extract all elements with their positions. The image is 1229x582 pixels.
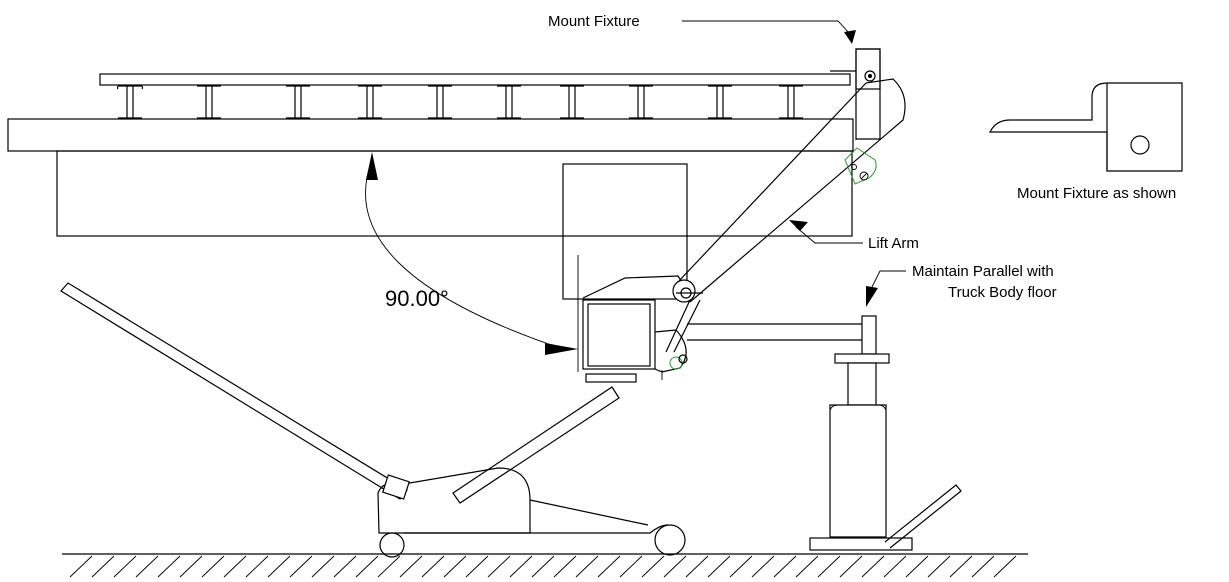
i-beam	[629, 85, 653, 119]
lift-arm	[665, 78, 906, 353]
i-beam	[560, 85, 584, 119]
ground	[62, 553, 1028, 578]
i-beam	[497, 85, 521, 119]
angle-label: 90.00°	[385, 286, 449, 311]
dimension-arrow-right	[545, 343, 578, 355]
angle-dimension: 90.00°	[365, 152, 578, 355]
floor-plate	[99, 73, 851, 86]
i-beam	[428, 85, 452, 119]
i-beam	[197, 85, 221, 119]
i-beam	[779, 85, 803, 119]
i-beam	[358, 85, 382, 119]
i-beam	[286, 85, 310, 119]
maintain-parallel-label-1: Maintain Parallel with	[912, 263, 1054, 280]
callout-lift-arm: Lift Arm	[789, 220, 919, 252]
mount-fixture-detail-label: Mount Fixture as shown	[1017, 185, 1176, 202]
mount-fixture	[830, 48, 881, 140]
jack-stand	[809, 353, 962, 551]
callout-maintain-parallel: Maintain Parallel with Truck Body floor	[866, 263, 1057, 307]
floor-jack	[60, 282, 686, 558]
maintain-parallel-label-2: Truck Body floor	[948, 284, 1057, 301]
callout-mount-fixture: Mount Fixture	[548, 13, 856, 44]
truck-body	[7, 73, 854, 237]
i-beam	[708, 85, 732, 119]
frame-beam	[7, 118, 854, 152]
lift-post	[562, 163, 877, 383]
i-beam	[116, 85, 144, 119]
i-beams	[116, 85, 803, 119]
dimension-arrow-up	[366, 152, 378, 180]
mount-fixture-label: Mount Fixture	[548, 13, 640, 30]
body-lower	[56, 150, 853, 237]
lift-arm-label: Lift Arm	[868, 235, 919, 252]
mount-fixture-detail: Mount Fixture as shown	[989, 82, 1183, 202]
